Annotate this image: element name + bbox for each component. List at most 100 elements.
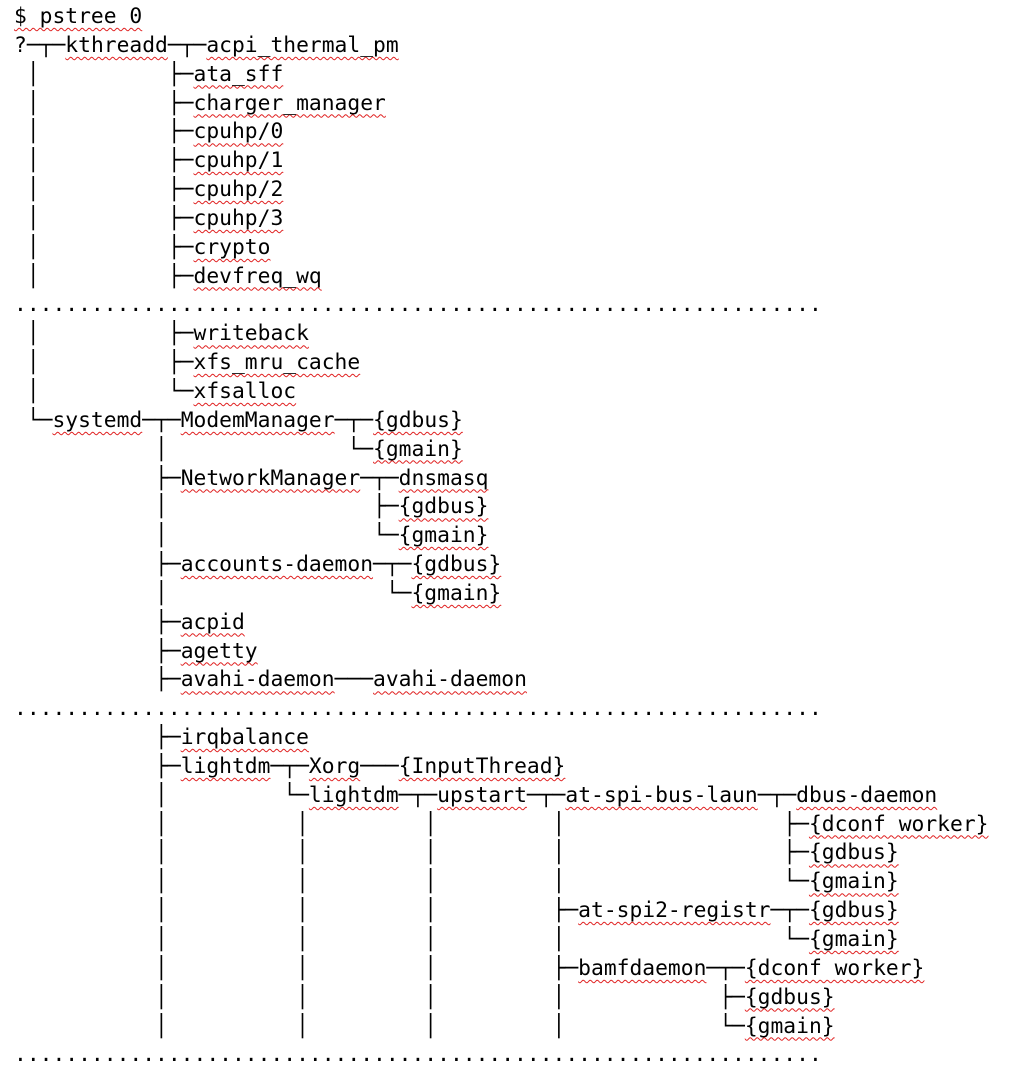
process-name: acpid — [180, 609, 245, 635]
tree-line: │ ├─devfreq_wq — [14, 263, 988, 292]
process-name: {gdbus} — [398, 494, 489, 520]
tree-connector: ─┬─ — [360, 465, 399, 491]
tree-connector: ├─ — [14, 552, 181, 578]
tree-connector: ├─ — [14, 609, 181, 635]
process-name: devfreq_wq — [193, 263, 322, 289]
tree-line: ├─irqbalance — [14, 724, 988, 753]
tree-line: │ │ │ ├─at-spi2-registr─┬─{gdbus} — [14, 897, 988, 926]
tree-line: │ │ │ ├─bamfdaemon─┬─{dconf worker} — [14, 955, 988, 984]
tree-connector: │ ├─ — [14, 205, 194, 231]
tree-connector: ─── — [334, 667, 374, 693]
process-name: at-spi2-registr — [578, 898, 771, 924]
tree-line: │ ├─cpuhp/2 — [14, 176, 988, 205]
tree-connector: ?─┬─ — [14, 32, 66, 58]
tree-connector: ─┬─ — [270, 753, 309, 779]
process-name: dbus-daemon — [796, 782, 938, 808]
command-line: $ pstree 0 — [14, 3, 988, 32]
tree-connector: ─┬─ — [334, 407, 374, 433]
tree-line: │ │ │ │ ├─{gdbus} — [14, 839, 988, 868]
process-name: {dconf worker} — [744, 955, 925, 981]
process-name: cpuhp/0 — [193, 119, 284, 145]
tree-line: │ │ │ │ └─{gmain} — [14, 926, 988, 955]
process-name: {gmain} — [808, 869, 899, 895]
tree-line: │ ├─ata_sff — [14, 61, 988, 90]
tree-line: ├─acpid — [14, 609, 988, 638]
tree-line: │ ├─charger_manager — [14, 90, 988, 119]
tree-connector: ─┬─ — [373, 552, 412, 578]
dots-text: ........................................… — [14, 292, 822, 318]
tree-connector: │ │ │ ├─ — [14, 898, 579, 924]
process-tree: ?─┬─kthreadd─┬─acpi_thermal_pm │ ├─ata_s… — [14, 32, 988, 1070]
tree-connector: │ │ │ │ ├─ — [14, 840, 809, 866]
tree-connector: ├─ — [14, 753, 181, 779]
tree-connector: │ ├─ — [14, 177, 194, 203]
ellipsis-separator: ........................................… — [14, 291, 988, 320]
tree-line: │ │ │ │ └─{gmain} — [14, 868, 988, 897]
process-name: accounts-daemon — [180, 552, 374, 578]
process-name: cpuhp/3 — [193, 205, 284, 231]
tree-connector: ─── — [360, 753, 399, 779]
tree-connector: │ └─ — [14, 436, 374, 462]
process-name: irqbalance — [180, 725, 309, 751]
tree-connector: ─┬─ — [706, 955, 745, 981]
pstree-document: $ pstree 0 ?─┬─kthreadd─┬─acpi_thermal_p… — [14, 3, 988, 1070]
tree-connector: └─ — [14, 407, 53, 433]
tree-connector: ─┬─ — [398, 782, 438, 808]
process-name: lightdm — [180, 753, 271, 779]
process-name: {gdbus} — [808, 898, 899, 924]
tree-connector: │ │ │ │ ├─ — [14, 811, 809, 837]
tree-connector: ├─ — [14, 725, 181, 751]
command-text: $ pstree 0 — [14, 4, 143, 29]
process-name: xfsalloc — [193, 378, 297, 404]
process-name: {gmain} — [398, 523, 489, 549]
dots-text: ........................................… — [14, 1042, 822, 1068]
tree-line: │ │ │ │ ├─{dconf worker} — [14, 811, 988, 840]
process-name: charger_manager — [193, 90, 386, 116]
tree-line: │ ├─{gdbus} — [14, 493, 988, 522]
process-name: at-spi-bus-laun — [565, 782, 758, 808]
tree-line: ├─NetworkManager─┬─dnsmasq — [14, 465, 988, 494]
tree-connector: │ ├─ — [14, 90, 194, 116]
process-name: kthreadd — [65, 32, 168, 58]
tree-connector: │ └─ — [14, 523, 399, 549]
tree-line: │ └─xfsalloc — [14, 378, 988, 407]
tree-connector: │ │ │ │ └─ — [14, 1013, 745, 1039]
process-name: writeback — [193, 321, 309, 347]
process-name: bamfdaemon — [578, 955, 707, 981]
process-name: crypto — [193, 234, 271, 260]
tree-connector: │ ├─ — [14, 350, 194, 376]
tree-line: │ └─{gmain} — [14, 580, 988, 609]
tree-line: │ └─{gmain} — [14, 522, 988, 551]
process-name: ModemManager — [180, 407, 335, 433]
tree-line: │ ├─cpuhp/0 — [14, 118, 988, 147]
process-name: {InputThread} — [398, 753, 566, 779]
tree-line: ├─agetty — [14, 638, 988, 667]
tree-line: ├─lightdm─┬─Xorg───{InputThread} — [14, 753, 988, 782]
process-name: NetworkManager — [180, 465, 361, 491]
tree-connector: │ └─ — [14, 378, 194, 404]
process-name: systemd — [52, 407, 143, 433]
process-name: {gdbus} — [373, 407, 463, 433]
process-name: avahi-daemon — [373, 667, 527, 693]
tree-line: │ │ │ │ ├─{gdbus} — [14, 984, 988, 1013]
tree-connector: │ ├─ — [14, 61, 194, 87]
tree-connector: ├─ — [14, 667, 181, 693]
tree-line: └─systemd─┬─ModemManager─┬─{gdbus} — [14, 407, 988, 436]
tree-connector: │ │ │ ├─ — [14, 955, 579, 981]
tree-line: ?─┬─kthreadd─┬─acpi_thermal_pm — [14, 32, 988, 61]
tree-line: │ ├─cpuhp/3 — [14, 205, 988, 234]
tree-connector: ─┬─ — [526, 782, 566, 808]
process-name: cpuhp/1 — [193, 148, 284, 174]
tree-connector: │ ├─ — [14, 119, 194, 145]
process-name: {gmain} — [808, 927, 899, 952]
tree-line: │ ├─xfs_mru_cache — [14, 349, 988, 378]
ellipsis-separator: ........................................… — [14, 695, 988, 724]
process-name: {dconf worker} — [808, 811, 989, 837]
process-name: {gmain} — [744, 1013, 835, 1039]
process-name: {gmain} — [411, 580, 502, 606]
process-name: dnsmasq — [398, 465, 489, 491]
dots-text: ........................................… — [14, 696, 822, 722]
process-name: acpi_thermal_pm — [206, 32, 399, 58]
process-name: upstart — [437, 782, 527, 808]
tree-connector: │ ├─ — [14, 321, 194, 347]
